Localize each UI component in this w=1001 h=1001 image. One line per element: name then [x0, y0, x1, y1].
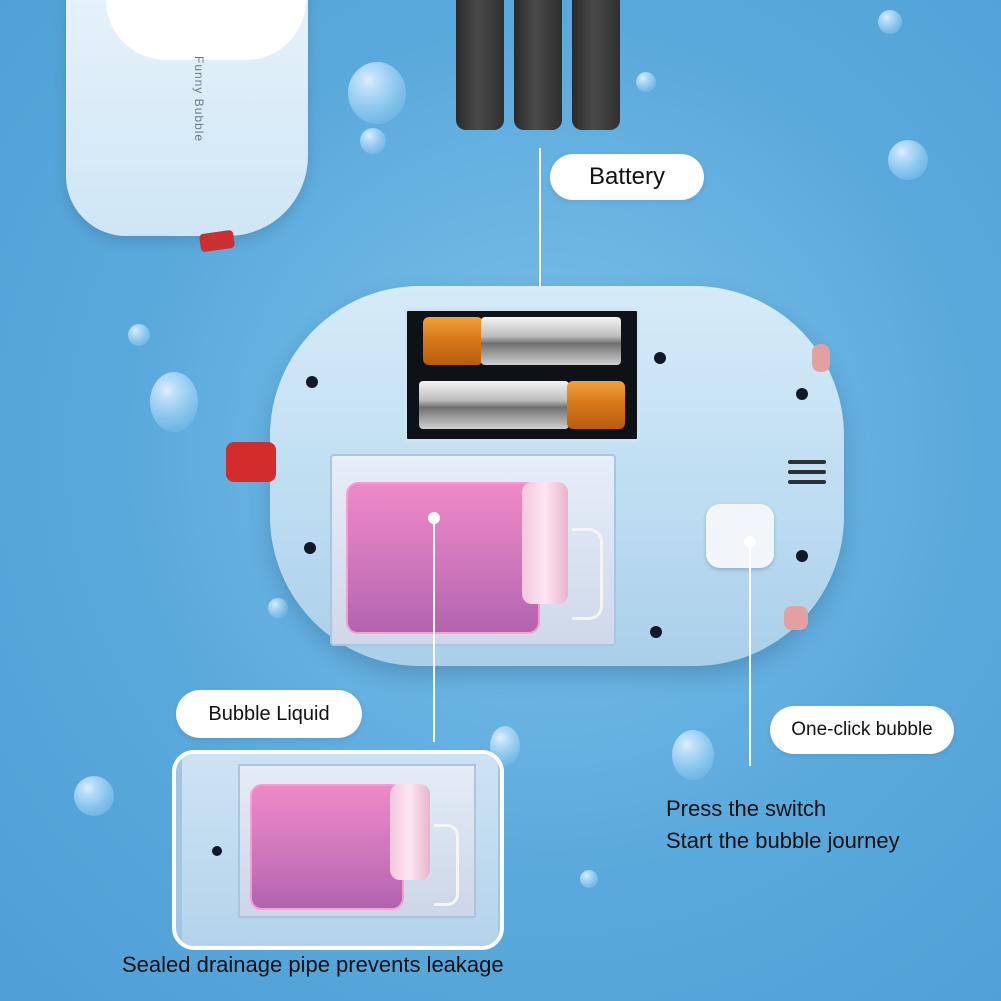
- inset-bottle-cap: [390, 784, 430, 880]
- battery-callout: Battery: [550, 154, 704, 200]
- switch-marker: [744, 536, 756, 548]
- bubble-liquid-bottle: [346, 482, 540, 634]
- water-droplet: [888, 140, 928, 180]
- battery-cell-image: [572, 0, 620, 130]
- inset-liquid-bottle: [250, 784, 404, 910]
- screw: [796, 388, 808, 400]
- aa-battery: [481, 317, 621, 365]
- switch-leader-line: [749, 544, 751, 766]
- bubble-liquid-callout: Bubble Liquid: [176, 690, 362, 738]
- water-droplet: [636, 72, 656, 92]
- inset-liquid-compartment: [238, 764, 476, 918]
- aa-battery: [567, 381, 625, 429]
- water-droplet: [74, 776, 114, 816]
- water-droplet: [878, 10, 902, 34]
- bubble-switch-button[interactable]: [706, 504, 774, 568]
- device-side-knob: [784, 606, 808, 630]
- switch-caption-line1: Press the switch: [666, 796, 827, 821]
- speaker-vent: [788, 460, 828, 492]
- switch-caption-line2: Start the bubble journey: [666, 828, 900, 853]
- water-droplet: [268, 598, 288, 618]
- liquid-compartment: [330, 454, 616, 646]
- water-droplet: [672, 730, 714, 780]
- screw: [212, 846, 222, 856]
- liquid-leader-line: [433, 520, 435, 742]
- screw: [304, 542, 316, 554]
- battery-callout-label: Battery: [588, 163, 666, 190]
- brand-label: Funny Bubble: [192, 56, 206, 143]
- liquid-marker: [428, 512, 440, 524]
- aa-battery: [419, 381, 569, 429]
- device-red-nozzle: [226, 442, 276, 482]
- device-red-tab: [198, 229, 236, 253]
- one-click-label: One-click bubble: [791, 719, 933, 740]
- drain-pipe: [572, 528, 603, 620]
- inset-drain-pipe: [434, 824, 459, 906]
- water-droplet: [580, 870, 598, 888]
- inset-closeup-frame: [172, 750, 504, 950]
- bottle-cap: [522, 482, 568, 604]
- battery-compartment: [404, 308, 640, 442]
- water-droplet: [128, 324, 150, 346]
- device-side-knob: [812, 344, 830, 372]
- one-click-callout: One-click bubble: [770, 706, 954, 754]
- device-face-panel: [106, 0, 306, 60]
- screw: [654, 352, 666, 364]
- water-droplet: [348, 62, 406, 124]
- screw: [650, 626, 662, 638]
- water-droplet: [360, 128, 386, 154]
- screw: [796, 550, 808, 562]
- bubble-device-top-view: Funny Bubble: [66, 0, 308, 253]
- screw: [306, 376, 318, 388]
- aa-battery: [423, 317, 483, 365]
- battery-cell-image: [514, 0, 562, 130]
- bubble-liquid-label: Bubble Liquid: [208, 702, 330, 725]
- sealed-pipe-caption: Sealed drainage pipe prevents leakage: [122, 952, 504, 977]
- battery-cell-image: [456, 0, 504, 130]
- water-droplet: [150, 372, 198, 432]
- battery-leader-line: [539, 148, 541, 372]
